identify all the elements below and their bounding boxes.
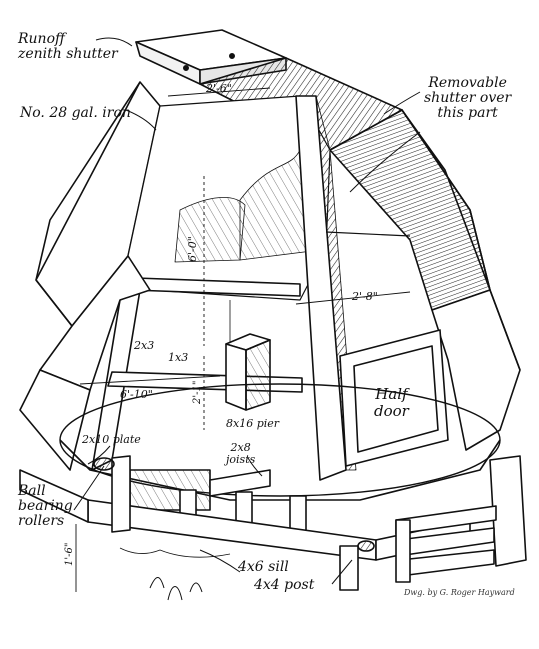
label-runoff-line1: Runoff [18, 31, 65, 47]
label-half-door: Half door [374, 386, 409, 420]
dim-height: 6'-0" [186, 236, 199, 262]
label-sill: 4x6 sill [238, 559, 289, 575]
label-plate: 2x10 plate [82, 433, 141, 446]
label-removable-line2: shutter over [424, 90, 512, 106]
half-door [339, 329, 449, 467]
label-brace-1x3: 1x3 [168, 351, 189, 364]
label-ball-line2: bearing [18, 498, 73, 514]
label-post: 4x4 post [254, 577, 315, 593]
dim-diameter: 6'-10" [120, 388, 153, 401]
label-joists-line2: joists [226, 453, 256, 466]
dim-base-height: 1'-6" [64, 543, 75, 566]
leader-lines [73, 37, 421, 585]
label-pier: 8x16 pier [226, 417, 280, 430]
label-removable-shutter: Removable shutter over this part [424, 76, 511, 121]
dim-top-width: 2'-6" [205, 82, 232, 95]
label-joists-line1: 2x8 [230, 441, 251, 454]
bearing-rollers [93, 457, 375, 552]
label-joists: 2x8 joists [226, 442, 255, 466]
label-half-door-line1: Half [375, 385, 408, 403]
dim-floor-height: 2'-1" [192, 381, 203, 405]
label-removable-line3: this part [437, 105, 498, 121]
label-brace-2x3: 2x3 [134, 339, 155, 352]
dimension-lines [75, 87, 411, 592]
label-runoff-line2: zenith shutter [18, 46, 118, 62]
label-ball-rollers: Ball bearing rollers [18, 484, 73, 529]
label-removable-line1: Removable [428, 75, 507, 91]
label-ball-line1: Ball [18, 483, 46, 499]
sill-base [87, 499, 377, 561]
label-ball-line3: rollers [18, 513, 65, 529]
label-half-door-line2: door [374, 402, 409, 420]
label-runoff-shutter: Runoff zenith shutter [18, 32, 118, 62]
artist-signature: Dwg. by G. Roger Hayward [404, 588, 515, 597]
dim-side-width: 2'-8" [351, 290, 378, 303]
pier-block [225, 333, 271, 411]
label-galvanized-iron: No. 28 gal. iron [20, 105, 131, 121]
